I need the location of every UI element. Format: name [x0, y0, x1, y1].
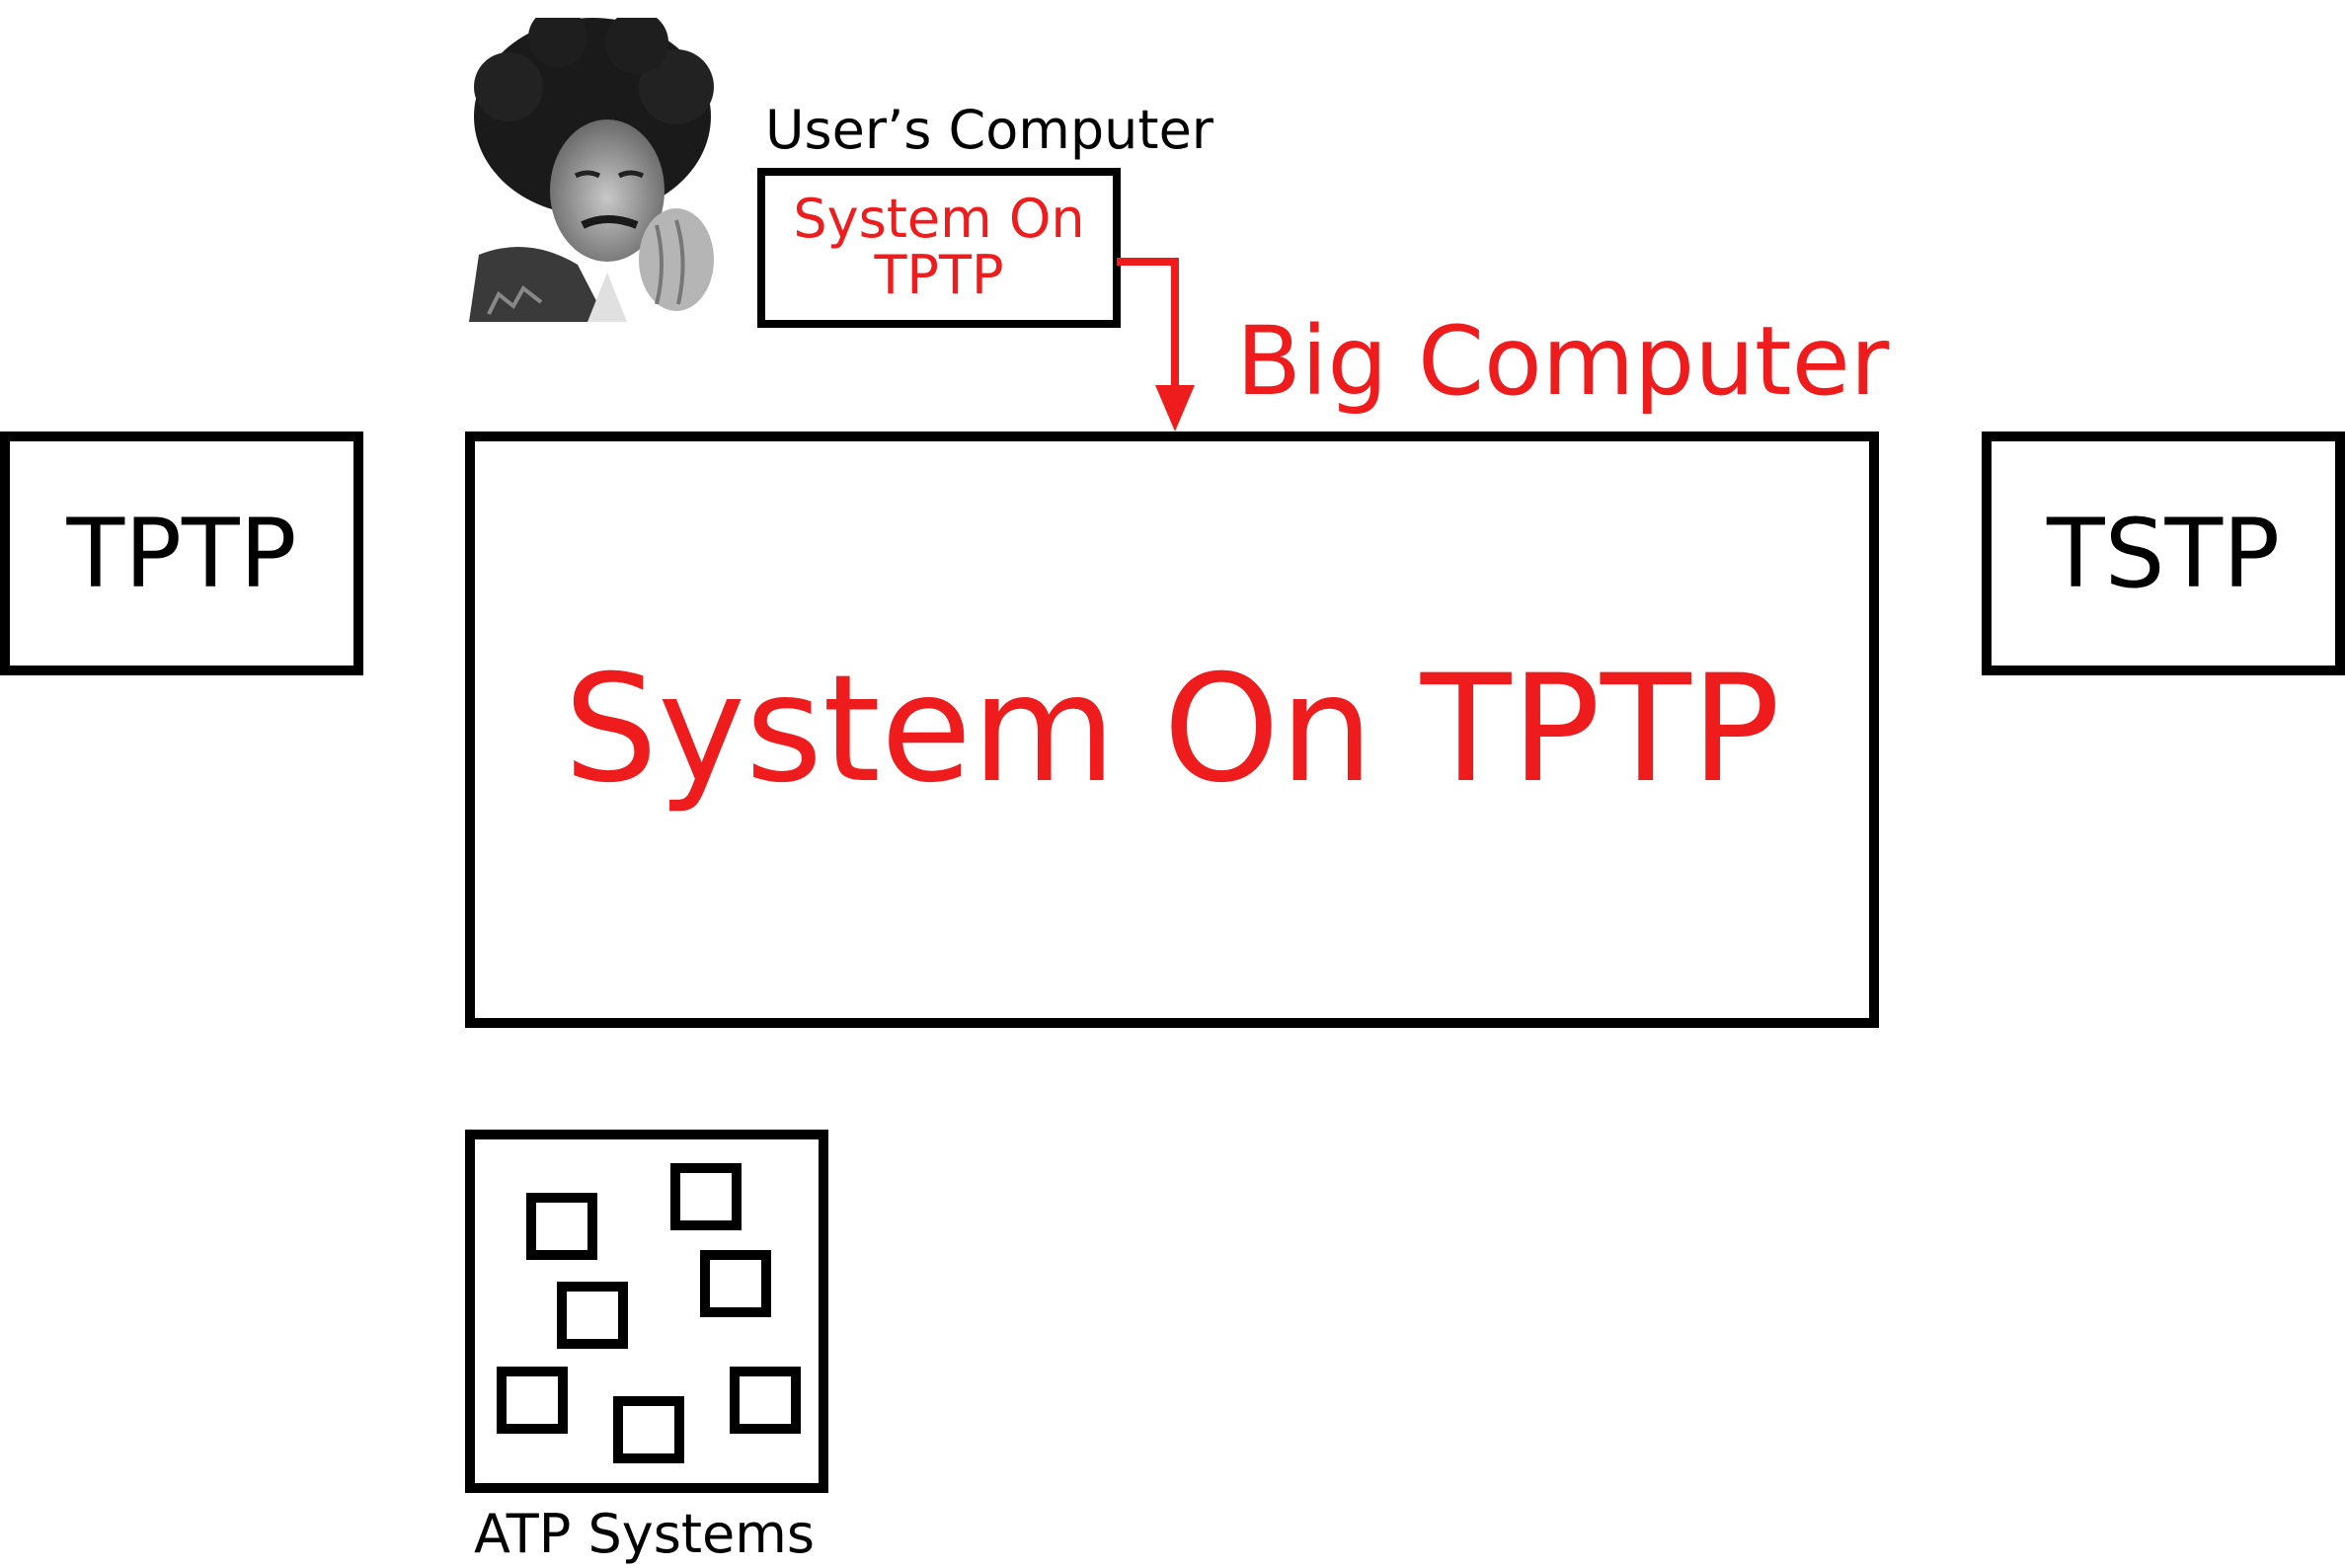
system-on-tptp-text: System On TPTP [563, 644, 1780, 816]
atp-system[interactable] [730, 1367, 801, 1434]
tptp-text: TPTP [66, 498, 297, 609]
tstp-box[interactable]: TSTP [1982, 431, 2345, 675]
big-computer-label: Big Computer [1236, 306, 1890, 417]
atp-system[interactable] [700, 1250, 771, 1317]
atp-system[interactable] [670, 1163, 742, 1230]
user-system-on-tptp-text: System On TPTP [793, 188, 1085, 306]
atp-system[interactable] [497, 1367, 568, 1434]
atp-system[interactable] [526, 1193, 597, 1260]
users-computer-label: User’s Computer [765, 99, 1213, 161]
atp-systems-box[interactable] [465, 1130, 828, 1493]
system-on-tptp-box[interactable]: System On TPTP [465, 431, 1879, 1028]
user-photo [469, 18, 714, 322]
tptp-box[interactable]: TPTP [0, 431, 363, 675]
tstp-text: TSTP [2046, 498, 2281, 609]
atp-system[interactable] [613, 1396, 684, 1463]
atp-system[interactable] [557, 1282, 628, 1349]
user-system-on-tptp-box[interactable]: System On TPTP [757, 168, 1121, 328]
atp-systems-label: ATP Systems [474, 1503, 815, 1565]
